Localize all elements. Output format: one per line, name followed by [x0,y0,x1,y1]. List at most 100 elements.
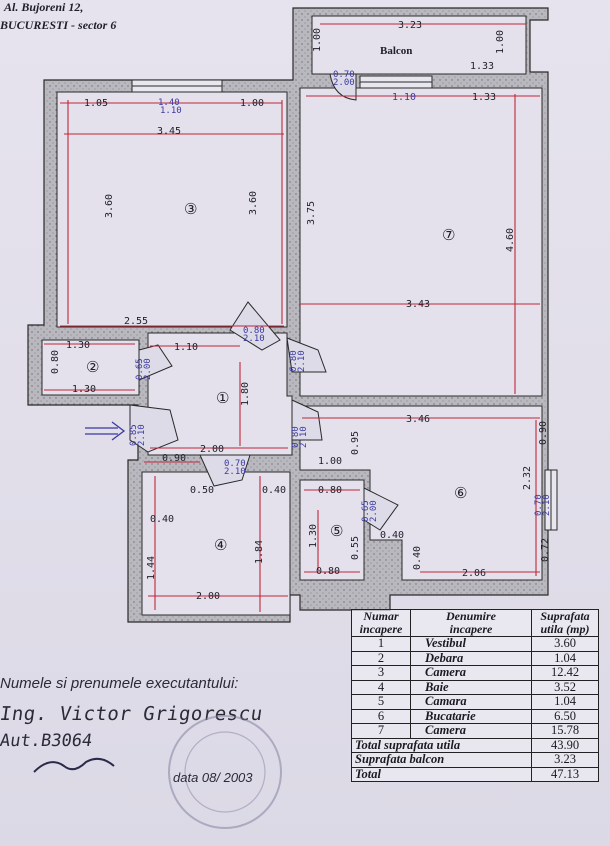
dim-r3-width: 3.45 [157,126,181,137]
dim-balc-width: 3.23 [398,20,422,31]
entry-arrow-icon [85,421,126,441]
door-entry-label: 0.852.10 [129,424,147,446]
room-1-floor [147,332,293,456]
legend-total-label: Suprafata balcon [351,752,532,768]
dim-r1-top: 1.10 [174,342,198,353]
dim-r4-040b: 0.40 [150,514,174,525]
dim-r7-left-height: 3.75 [306,201,317,225]
door-r1-r7-label: 0.802.10 [289,350,307,372]
dim-r6-100: 1.00 [318,456,342,467]
plan-date: data 08/ 2003 [173,770,253,785]
legend-area: 15.78 [531,723,599,739]
legend-area: 1.04 [531,694,599,710]
dim-r2-top: 1.30 [66,340,90,351]
legend-num: 1 [351,636,411,652]
legend-num: 5 [351,694,411,710]
dim-r1-width: 2.00 [200,444,224,455]
dim-r5-bottom: 0.80 [316,566,340,577]
room-number-4: ④ [214,536,227,554]
room-number-6: ⑥ [454,484,467,502]
room-5-floor [299,479,365,581]
balcony-floor [311,15,527,75]
dim-r6-040: 0.40 [412,546,423,570]
room-number-1: ① [216,389,229,407]
dim-r4-height: 1.84 [254,540,265,564]
room-4-floor [141,471,291,616]
legend-name: Baie [410,679,532,695]
legend-header-name: Denumire incapere [410,609,532,637]
dim-balc-depth-right: 1.00 [495,30,506,54]
windows [131,75,558,531]
room-number-2: ② [86,358,99,376]
legend-area: 12.42 [531,665,599,681]
room-number-5: ⑤ [330,522,343,540]
dim-r3-left: 1.05 [84,98,108,109]
dim-r4-050: 0.50 [190,485,214,496]
legend-total-area: 43.90 [531,737,599,753]
header-city: BUCURESTI - sector 6 [0,18,117,32]
legend-header-row: Numar incapere Denumire incapere Suprafa… [351,609,599,637]
dim-r5-130: 1.30 [308,524,319,548]
dim-r4-090: 0.90 [162,453,186,464]
balcony-label: Balcon [380,45,412,57]
dim-r5-055: 0.55 [350,536,361,560]
legend-name: Debara [410,650,532,666]
dimension-lines [44,23,540,612]
room-6-floor [299,405,543,581]
dim-r4-left: 1.44 [146,556,157,580]
dim-r7-win: 1.10 [392,92,416,103]
door-r2-label: 0.652.00 [135,358,153,380]
legend-total-label: Total suprafata utila [351,737,532,753]
dim-r3-right: 1.00 [240,98,264,109]
dim-r6-height: 2.32 [522,466,533,490]
room-2-floor [41,339,140,396]
dim-r2-left: 0.80 [50,350,61,374]
legend-table: Numar incapere Denumire incapere Suprafa… [351,609,599,782]
legend-header-num: Numar incapere [351,609,411,637]
room-7-floor [299,87,543,397]
dim-r2-bottom: 1.30 [72,384,96,395]
room-number-7: ⑦ [442,226,455,244]
legend-name: Camera [410,665,532,681]
dim-balc-small: 1.33 [470,61,494,72]
room-numbers: ① ② ③ ④ ⑤ ⑥ ⑦ [86,200,467,554]
room-3-floor [56,91,288,328]
room-number-3: ③ [184,200,197,218]
legend-name: Bucatarie [410,708,532,724]
legend-num: 2 [351,650,411,666]
dim-r5-040: 0.40 [380,530,404,541]
dim-r5-080: 0.80 [318,485,342,496]
dim-r1-height: 1.80 [240,382,251,406]
legend-num: 7 [351,723,411,739]
dim-r7-height: 4.60 [505,228,516,252]
legend-area: 1.04 [531,650,599,666]
legend-num: 4 [351,679,411,695]
door-r5-label: 0.652.00 [361,500,379,522]
dim-r6-bottom: 2.06 [462,568,486,579]
dim-r6-095: 0.95 [350,431,361,455]
legend-total-area: 3.23 [531,752,599,768]
dim-r7-width: 3.43 [406,299,430,310]
legend-header-area: Suprafata utila (mp) [531,609,599,637]
door-r6-win-label: 0.702.10 [534,494,552,516]
executant-label: Numele si prenumele executantului: [0,675,239,692]
dim-r6-width: 3.46 [406,414,430,425]
dim-r3-bottom: 2.55 [124,316,148,327]
legend-area: 3.52 [531,679,599,695]
dim-r4-040: 0.40 [262,485,286,496]
legend-num: 3 [351,665,411,681]
dim-r6-090: 0.90 [538,421,549,445]
